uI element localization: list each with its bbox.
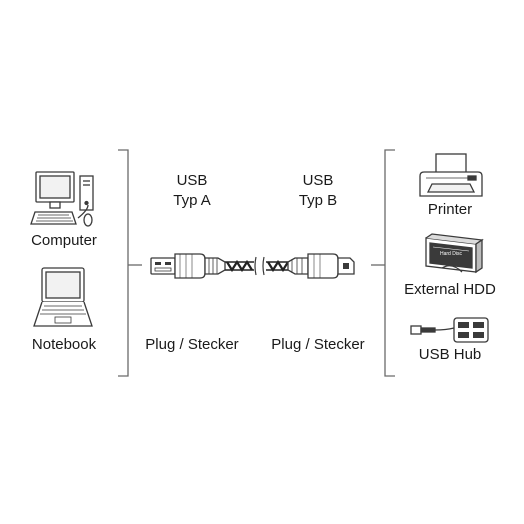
usb-cable [225,256,289,276]
notebook-icon [33,267,93,327]
printer-icon [419,153,483,197]
computer-icon [30,171,94,227]
hdd-icon: Hard Disc [425,233,484,274]
right-bracket [371,149,395,377]
usb-a-title-line2: Typ A [173,192,211,209]
hdd-label: External HDD [404,281,496,298]
printer-label: Printer [427,201,473,218]
usb-a-plug-icon [150,253,226,279]
usb-hub-icon [410,317,489,343]
usb-b-plug-icon [287,253,355,279]
hdd-face-text: Hard Disc [440,251,462,257]
usb-b-plug-label: Plug / Stecker [271,336,365,353]
notebook-label: Notebook [31,336,97,353]
usb-b-title-line1: USB [302,172,334,189]
left-bracket [118,149,142,377]
usb-a-plug-label: Plug / Stecker [145,336,239,353]
usb-a-title-line1: USB [176,172,208,189]
usb-hub-label: USB Hub [418,346,482,363]
computer-label: Computer [31,232,97,249]
usb-b-title-line2: Typ B [298,192,338,209]
